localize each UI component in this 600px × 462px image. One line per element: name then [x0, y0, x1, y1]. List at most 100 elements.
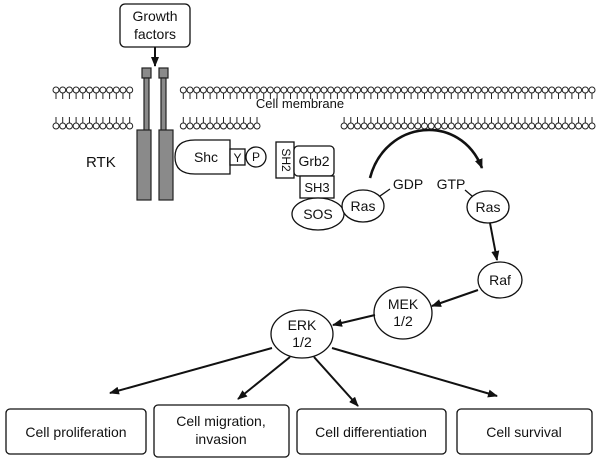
lipid-head — [374, 86, 382, 94]
lipid-head — [280, 86, 288, 94]
lipid-head — [541, 122, 549, 130]
gtp-label: GTP — [437, 176, 466, 192]
rtk-body-left — [136, 129, 152, 201]
erk-label-line1: ERK — [288, 317, 317, 333]
lipid-head — [99, 86, 107, 94]
lipid-head — [528, 122, 536, 130]
lipid-head — [494, 122, 502, 130]
lipid-head — [575, 122, 583, 130]
lipid-head — [488, 122, 495, 130]
gtp-link — [464, 189, 473, 197]
outcome-proliferation-box — [5, 408, 147, 455]
lipid-head — [86, 86, 93, 94]
lipid-head — [246, 122, 254, 130]
lipid-head — [421, 122, 428, 130]
rtk-tm-right — [160, 77, 167, 133]
lipid-head — [575, 86, 583, 94]
lipid-head — [461, 122, 469, 130]
raf-label: Raf — [489, 272, 511, 288]
shc-shape — [174, 139, 231, 175]
lipid-head — [72, 122, 80, 130]
lipid-head — [427, 122, 435, 130]
lipid-head — [233, 122, 241, 130]
lipid-head — [367, 122, 375, 130]
lipid-head — [434, 122, 442, 130]
erk-to-survival-arrow — [331, 347, 498, 398]
outcome-proliferation-label: Cell proliferation — [25, 424, 126, 440]
lipid-head — [588, 122, 596, 130]
lipid-head — [481, 86, 489, 94]
ras-to-raf-arrow — [489, 222, 500, 261]
outcome-migration-label-line2: invasion — [195, 431, 246, 447]
lipid-head — [434, 86, 442, 94]
lipid-head — [588, 86, 596, 94]
lipid-head — [561, 122, 569, 130]
outcome-migration-label-line1: Cell migration, — [176, 413, 265, 429]
cell-membrane — [52, 86, 596, 130]
lipid-head — [86, 122, 93, 130]
lipid-head — [313, 86, 321, 94]
rtk-receptor — [136, 67, 174, 201]
sh3-label: SH3 — [304, 180, 329, 195]
lipid-head — [220, 122, 227, 130]
lipid-head — [240, 86, 248, 94]
erk-ellipse — [270, 309, 334, 359]
lipid-head — [568, 122, 576, 130]
lipid-head — [59, 122, 67, 130]
lipid-head — [65, 122, 73, 130]
lipid-head — [461, 86, 469, 94]
lipid-head — [421, 86, 428, 94]
ras-activation-arrow — [368, 128, 484, 179]
lipid-head — [186, 86, 194, 94]
lipid-head — [59, 86, 67, 94]
lipid-head — [246, 86, 254, 94]
outcome-survival-label: Cell survival — [486, 424, 561, 440]
growth-factors-label-line1: Growth — [132, 8, 177, 24]
lipid-head — [287, 86, 294, 94]
lipid-head — [320, 86, 328, 94]
erk-to-differentiation-arrow — [313, 356, 359, 407]
rtk-body-right — [158, 129, 174, 201]
lipid-head — [541, 86, 549, 94]
lipid-head — [494, 86, 502, 94]
lipid-head — [467, 86, 475, 94]
lipid-head — [347, 86, 355, 94]
lipid-head — [72, 86, 80, 94]
lipid-head — [447, 86, 455, 94]
lipid-head — [454, 86, 462, 94]
lipid-head — [119, 86, 127, 94]
rtk-label: RTK — [86, 154, 116, 171]
raf-ellipse — [477, 261, 523, 299]
sh2-label: SH2 — [279, 148, 293, 172]
lipid-head — [193, 122, 201, 130]
lipid-head — [300, 86, 308, 94]
lipid-head — [260, 86, 268, 94]
membrane-label: Cell membrane — [256, 96, 344, 111]
lipid-head — [555, 86, 562, 94]
mek-label-line1: MEK — [388, 296, 419, 312]
ras-gdp-ellipse — [341, 189, 385, 223]
lipid-head — [293, 86, 301, 94]
shc-label: Shc — [194, 149, 218, 165]
lipid-head — [501, 86, 509, 94]
lipid-head — [327, 86, 335, 94]
lipid-head — [501, 122, 509, 130]
lipid-head — [508, 122, 516, 130]
erk-to-migration-arrow — [237, 356, 291, 400]
lipid-head — [581, 122, 589, 130]
outcome-survival-box — [456, 408, 593, 455]
lipid-head — [119, 122, 127, 130]
lipid-head — [380, 86, 388, 94]
lipid-head — [354, 86, 361, 94]
lipid-head — [427, 86, 435, 94]
lipid-head — [99, 122, 107, 130]
lipid-head — [474, 86, 482, 94]
raf-to-mek-arrow — [431, 289, 479, 307]
lipid-head — [52, 122, 60, 130]
lipid-head — [534, 86, 542, 94]
gdp-label: GDP — [393, 176, 423, 192]
lipid-head — [481, 122, 489, 130]
lipid-head — [340, 86, 348, 94]
